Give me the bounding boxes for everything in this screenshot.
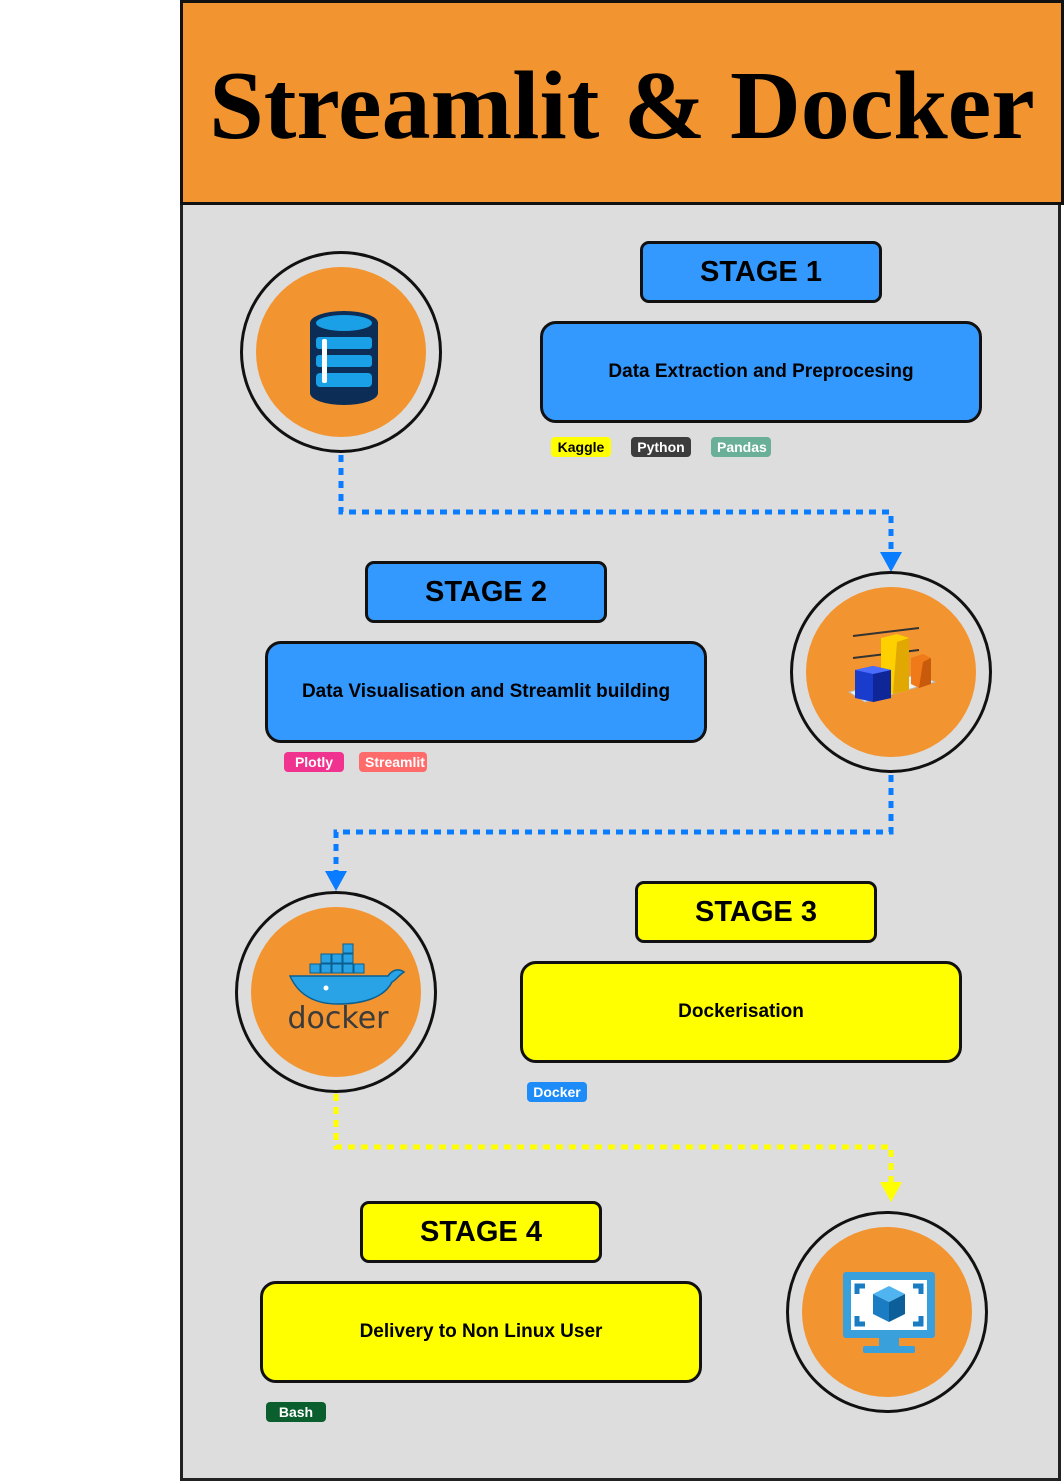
stage1-icon-circle — [240, 251, 442, 453]
tag-pandas: Pandas — [711, 437, 771, 457]
tag-kaggle: Kaggle — [551, 437, 611, 457]
title-banner: Streamlit & Docker — [180, 0, 1064, 205]
stage2-label: STAGE 2 — [365, 561, 607, 623]
tag-docker: Docker — [527, 1082, 587, 1102]
tag-plotly: Plotly — [284, 752, 344, 772]
stage4-icon-circle — [786, 1211, 988, 1413]
arrow-head-stage3 — [325, 871, 347, 891]
bar-chart-icon — [847, 627, 937, 703]
tag-python: Python — [631, 437, 691, 457]
stage4-description: Delivery to Non Linux User — [260, 1281, 702, 1383]
connector-stage1-to-stage2 — [338, 455, 894, 556]
tag-streamlit: Streamlit — [359, 752, 427, 772]
stage2-icon-circle — [790, 571, 992, 773]
stage4-label: STAGE 4 — [360, 1201, 602, 1263]
docker-wordmark: docker — [288, 1001, 390, 1036]
connector-stage3-to-stage4 — [333, 1094, 894, 1188]
arrow-head-stage4 — [880, 1182, 902, 1202]
stage1-description: Data Extraction and Preprocesing — [540, 321, 982, 423]
connector-stage2-to-stage3 — [333, 775, 894, 876]
stage3-description: Dockerisation — [520, 961, 962, 1063]
monitor-cube-icon — [843, 1272, 935, 1353]
tag-bash: Bash — [266, 1402, 326, 1422]
docker-whale-icon: docker — [288, 943, 406, 1036]
database-icon — [310, 311, 378, 405]
stage2-description: Data Visualisation and Streamlit buildin… — [265, 641, 707, 743]
arrow-head-stage2 — [880, 552, 902, 572]
stage3-icon-circle: docker — [235, 891, 437, 1093]
stage1-label: STAGE 1 — [640, 241, 882, 303]
page-title: Streamlit & Docker — [209, 51, 1035, 160]
stage3-label: STAGE 3 — [635, 881, 877, 943]
